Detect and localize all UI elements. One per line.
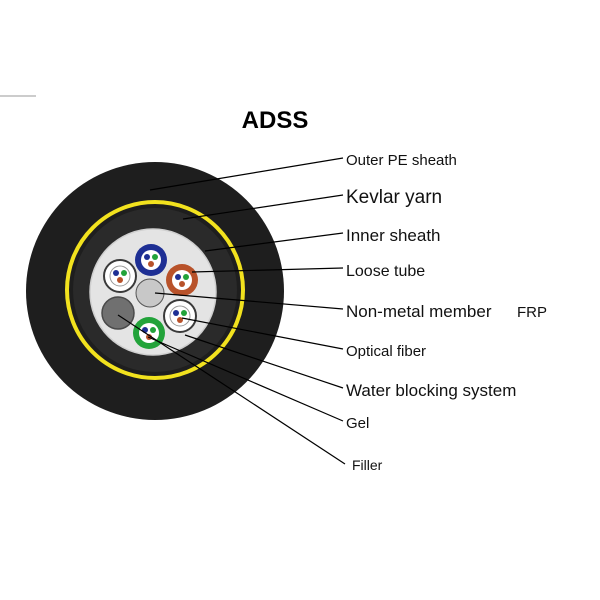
label-optical-fiber: Optical fiber [346, 343, 426, 360]
leader-loose-tube [191, 267, 344, 273]
label-filler: Filler [352, 457, 383, 473]
label-kevlar-yarn: Kevlar yarn [346, 187, 442, 208]
diagram-title: ADSS [242, 107, 309, 134]
leader-inner-sheath [204, 232, 344, 252]
loose-tube-white-left [103, 259, 137, 293]
label-outer-pe-sheath: Outer PE sheath [346, 152, 457, 169]
leader-optical-fiber [181, 317, 344, 350]
optical-fibers [113, 254, 189, 340]
kevlar-yarn-ring [65, 200, 245, 380]
leader-outer-pe-sheath [149, 157, 344, 191]
leader-non-metal-member [154, 292, 344, 310]
filler-rod [101, 296, 135, 330]
label-non-metal-member: Non-metal member [346, 302, 492, 321]
loose-tube-green [133, 317, 165, 349]
loose-tube-blue [135, 244, 167, 276]
leader-kevlar-yarn [182, 194, 344, 220]
label-water-blocking-system: Water blocking system [346, 381, 516, 400]
labels: Outer PE sheath Kevlar yarn Inner sheath… [346, 152, 547, 473]
leader-lines [117, 157, 346, 465]
frp-central-member [135, 278, 165, 308]
cable [26, 162, 284, 420]
leader-gel [147, 336, 344, 422]
label-frp: FRP [517, 304, 547, 321]
loose-tube-white-right [163, 299, 197, 333]
leader-filler [117, 314, 346, 465]
label-gel: Gel [346, 415, 369, 432]
loose-tube-brown [166, 264, 198, 296]
label-loose-tube: Loose tube [346, 263, 425, 280]
leader-water-blocking-system [184, 334, 344, 389]
label-inner-sheath: Inner sheath [346, 226, 441, 245]
